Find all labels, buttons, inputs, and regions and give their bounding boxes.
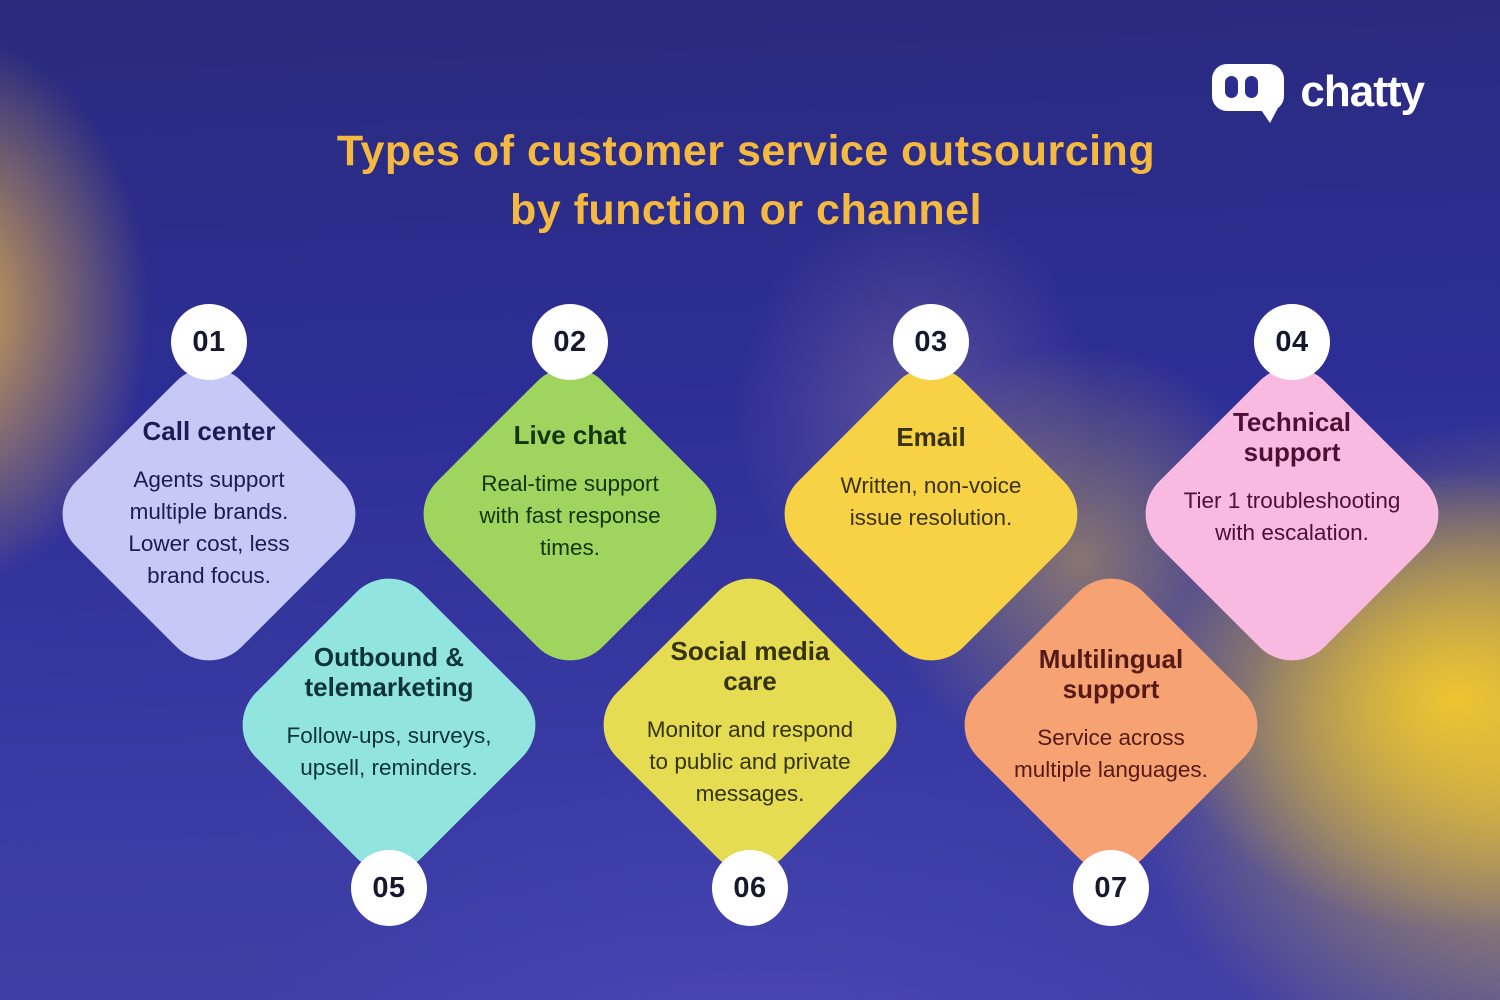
card-title: Live chat bbox=[513, 420, 627, 450]
step-number: 02 bbox=[553, 325, 587, 358]
card-social-media-care: 06 Social media care Monitor and respond… bbox=[580, 553, 920, 926]
card-text: Outbound & telemarketing Follow-ups, sur… bbox=[219, 543, 559, 883]
card-body: Tier 1 troubleshooting with escalation. bbox=[1183, 488, 1401, 545]
card-text: Multilingual support Service across mult… bbox=[941, 545, 1281, 885]
step-number: 04 bbox=[1275, 325, 1309, 358]
chat-bubble-icon bbox=[1212, 64, 1285, 123]
card-title: Call center bbox=[142, 416, 276, 446]
card-body: Follow-ups, surveys, upsell, reminders. bbox=[286, 723, 492, 780]
step-number-badge: 01 bbox=[171, 304, 247, 380]
card-body: Service across multiple languages. bbox=[1014, 725, 1208, 782]
step-number: 05 bbox=[372, 871, 406, 904]
card-body: Monitor and respond to public and privat… bbox=[646, 717, 854, 806]
card-title: Social media care bbox=[670, 636, 830, 696]
card-body: Real-time support with fast response tim… bbox=[479, 471, 661, 560]
card-title: Technical support bbox=[1232, 407, 1351, 467]
step-number: 01 bbox=[192, 325, 226, 358]
card-multilingual-support: 07 Multilingual support Service across m… bbox=[941, 555, 1281, 926]
card-body: Agents support multiple brands. Lower co… bbox=[128, 467, 290, 588]
step-number-badge: 05 bbox=[351, 850, 427, 926]
step-number: 03 bbox=[914, 325, 948, 358]
step-number: 06 bbox=[733, 871, 767, 904]
step-number: 07 bbox=[1094, 871, 1128, 904]
card-title: Multilingual support bbox=[1038, 644, 1184, 704]
card-call-center: 01 Call center Agents support multiple b… bbox=[39, 304, 379, 684]
step-number-badge: 06 bbox=[712, 850, 788, 926]
card-text: Email Written, non-voice issue resolutio… bbox=[761, 308, 1101, 648]
card-text: Social media care Monitor and respond to… bbox=[580, 553, 920, 893]
card-technical-support: 04 Technical support Tier 1 troubleshoot… bbox=[1122, 304, 1462, 684]
page-title: Types of customer service outsourcing by… bbox=[336, 127, 1156, 234]
step-number-badge: 02 bbox=[532, 304, 608, 380]
step-number-badge: 04 bbox=[1254, 304, 1330, 380]
card-email: 03 Email Written, non-voice issue resolu… bbox=[761, 304, 1101, 684]
brand-name: chatty bbox=[1300, 67, 1425, 116]
step-number-badge: 07 bbox=[1073, 850, 1149, 926]
card-text: Live chat Real-time support with fast re… bbox=[400, 322, 740, 662]
card-outbound-telemarketing: 05 Outbound & telemarketing Follow-ups, … bbox=[219, 555, 559, 926]
card-live-chat: 02 Live chat Real-time support with fast… bbox=[400, 304, 740, 684]
card-title: Email bbox=[896, 422, 966, 452]
card-body: Written, non-voice issue resolution. bbox=[840, 473, 1022, 530]
card-text: Call center Agents support multiple bran… bbox=[39, 334, 379, 674]
step-number-badge: 03 bbox=[893, 304, 969, 380]
card-text: Technical support Tier 1 troubleshooting… bbox=[1122, 308, 1462, 648]
brand-logo: chatty bbox=[1211, 60, 1425, 124]
card-title: Outbound & telemarketing bbox=[304, 642, 474, 702]
